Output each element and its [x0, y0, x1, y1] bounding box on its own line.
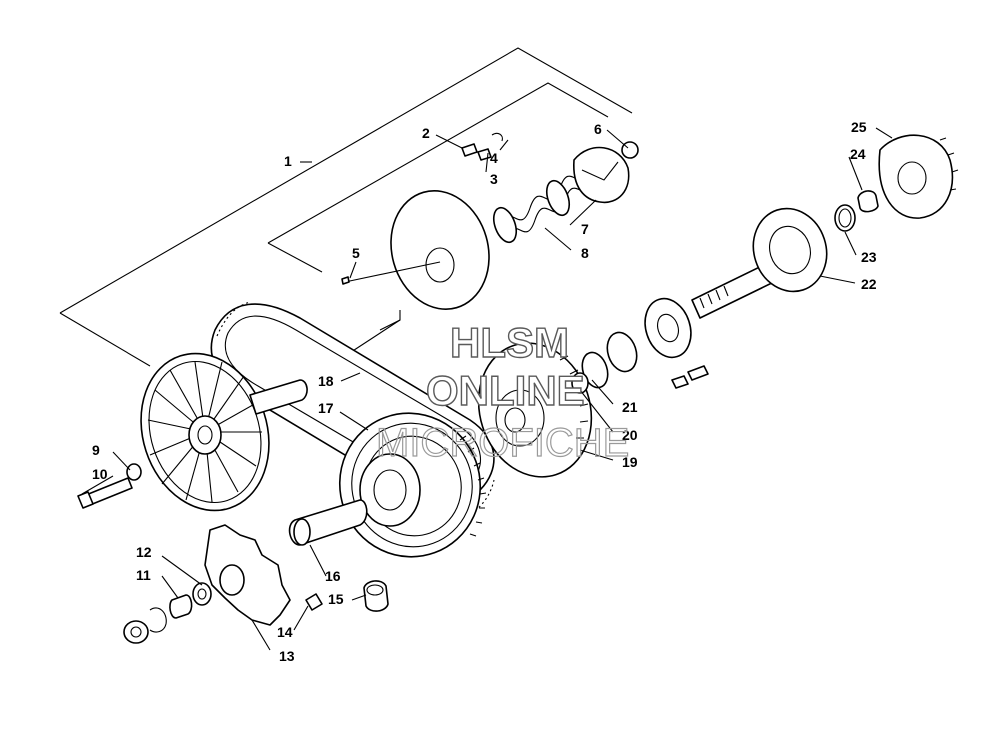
output-shaft: [691, 207, 828, 319]
watermark-line-2: ONLINE: [426, 367, 585, 414]
callout-25: 25: [851, 119, 867, 135]
callout-labels: 1 2 3 4 5 6 7 8 9 10 11 12 13 14 15 16 1…: [92, 119, 877, 664]
callout-23: 23: [861, 249, 877, 265]
callout-20: 20: [622, 427, 638, 443]
bolt-right: [671, 365, 709, 389]
callout-13: 13: [279, 648, 295, 664]
callout-5: 5: [352, 245, 360, 261]
callout-19: 19: [622, 454, 638, 470]
fixed-sheave-upper: [341, 190, 490, 310]
bearing-rings: [571, 297, 692, 394]
callout-2: 2: [422, 125, 430, 141]
callout-7: 7: [581, 221, 589, 237]
small-parts-lower: [123, 580, 389, 644]
callout-4: 4: [490, 150, 498, 166]
callout-10: 10: [92, 466, 108, 482]
callout-18: 18: [318, 373, 334, 389]
watermark: HLSM ONLINE MICROFICHE: [375, 318, 630, 465]
callout-15: 15: [328, 591, 344, 607]
callout-1: 1: [284, 153, 292, 169]
callout-8: 8: [581, 245, 589, 261]
callout-17: 17: [318, 400, 334, 416]
watermark-line-1: HLSM: [450, 319, 569, 366]
leader-lines: [81, 127, 893, 651]
watermark-line-3: MICROFICHE: [376, 421, 629, 465]
callout-6: 6: [594, 121, 602, 137]
callout-9: 9: [92, 442, 100, 458]
bolt-washer: [77, 463, 142, 509]
callout-22: 22: [861, 276, 877, 292]
moveable-sheave: [204, 524, 291, 626]
spider-cam: [573, 141, 639, 204]
callout-3: 3: [490, 171, 498, 187]
callout-24: 24: [850, 146, 866, 162]
callout-12: 12: [136, 544, 152, 560]
driven-sheave-spoked: [140, 352, 308, 512]
callout-14: 14: [277, 624, 293, 640]
rings-23-24: [834, 190, 879, 232]
callout-16: 16: [325, 568, 341, 584]
drive-clutch: [288, 412, 487, 558]
callout-11: 11: [136, 567, 151, 583]
callout-21: 21: [622, 399, 638, 415]
clutch-pack: [878, 134, 959, 219]
